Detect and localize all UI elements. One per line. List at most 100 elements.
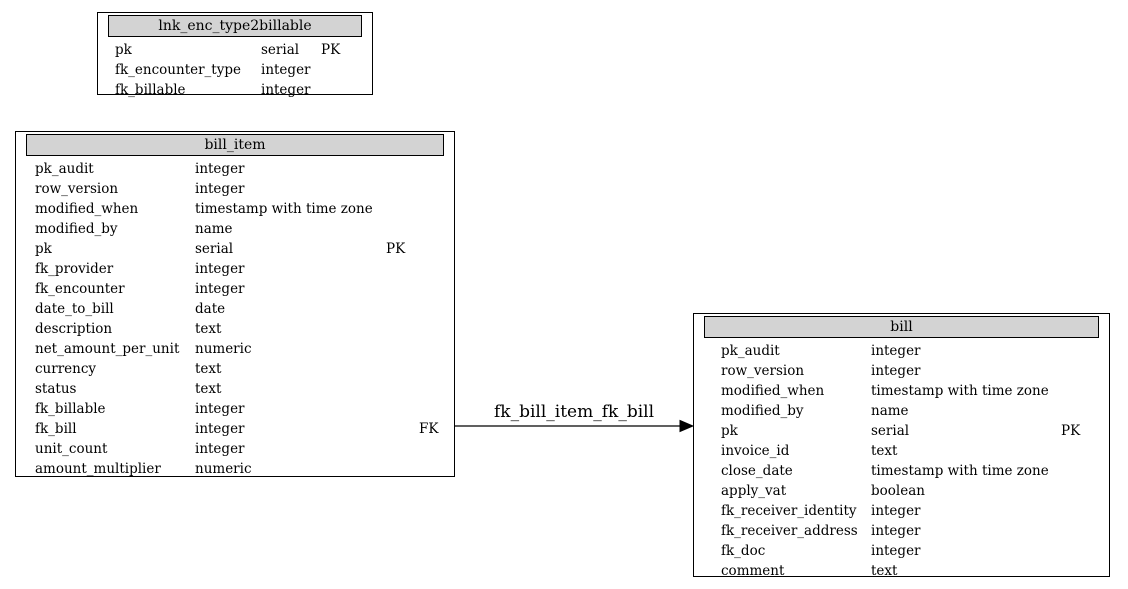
column-pk: [386, 159, 419, 179]
column-name: unit_count: [35, 441, 108, 457]
column-name: pk: [721, 423, 738, 439]
table-lnk_enc_type2billable: lnk_enc_type2billable pk serial PK fk_encou…: [97, 12, 373, 98]
relation-label: fk_bill_item_fk_bill: [493, 402, 655, 422]
column-type: integer: [871, 523, 921, 539]
column-name: row_version: [35, 181, 119, 197]
column-name: fk_billable: [115, 82, 186, 98]
column-pk: [386, 219, 419, 239]
column-fk: [419, 299, 439, 319]
column-type: integer: [195, 181, 245, 197]
column-name: fk_encounter_type: [115, 62, 241, 78]
table-row: row_version integer: [16, 179, 454, 199]
table-row: pk serial PK: [98, 40, 372, 60]
column-name: status: [35, 381, 77, 397]
column-type: integer: [195, 161, 245, 177]
column-pk: [386, 359, 419, 379]
table-title: bill: [704, 316, 1099, 338]
column-fk: [419, 379, 439, 399]
column-type: integer: [871, 363, 921, 379]
column-name: currency: [35, 361, 97, 377]
column-name: fk_doc: [721, 543, 766, 559]
column-pk: [1061, 481, 1091, 501]
column-pk: [1061, 501, 1091, 521]
table-row: modified_by name: [16, 219, 454, 239]
column-name: modified_when: [721, 383, 825, 399]
table-title: lnk_enc_type2billable: [108, 15, 362, 37]
column-pk: [1061, 401, 1091, 421]
column-name: close_date: [721, 463, 793, 479]
column-fk: [419, 199, 439, 219]
column-name: modified_by: [35, 221, 118, 237]
column-name: apply_vat: [721, 483, 787, 499]
table-row: date_to_bill date: [16, 299, 454, 319]
table-row: fk_billable integer: [98, 80, 372, 100]
column-type: serial: [871, 423, 910, 439]
column-type: name: [195, 221, 233, 237]
column-name: fk_receiver_identity: [721, 503, 857, 519]
column-name: date_to_bill: [35, 301, 114, 317]
column-fk: [419, 259, 439, 279]
column-fk: [419, 459, 439, 479]
column-pk: [386, 319, 419, 339]
column-type: date: [195, 301, 226, 317]
column-pk: [386, 179, 419, 199]
column-pk: [1061, 341, 1091, 361]
table-row: pk_audit integer: [16, 159, 454, 179]
column-pk: [1061, 361, 1091, 381]
column-fk: [419, 439, 439, 459]
column-name: net_amount_per_unit: [35, 341, 180, 357]
column-type: integer: [261, 82, 311, 98]
column-name: modified_by: [721, 403, 804, 419]
column-pk: [386, 339, 419, 359]
column-name: modified_when: [35, 201, 139, 217]
column-pk: [386, 439, 419, 459]
column-name: pk: [115, 42, 132, 58]
relation-arrow: [455, 419, 693, 433]
column-fk: [419, 279, 439, 299]
column-fk: [419, 239, 439, 259]
table-row: comment text: [694, 561, 1109, 581]
column-pk: [386, 259, 419, 279]
column-pk: [1061, 441, 1091, 461]
column-type: serial: [261, 42, 300, 58]
column-type: text: [195, 321, 222, 337]
column-type: boolean: [871, 483, 925, 499]
column-name: comment: [721, 563, 785, 579]
column-fk: [419, 219, 439, 239]
column-name: pk_audit: [35, 161, 94, 177]
column-pk: [386, 299, 419, 319]
column-pk: PK: [321, 42, 341, 58]
column-pk: [1061, 461, 1091, 481]
column-pk: PK: [386, 241, 406, 257]
column-type: integer: [195, 281, 245, 297]
column-name: amount_multiplier: [35, 461, 161, 477]
column-pk: [1061, 561, 1091, 581]
column-pk: [1061, 521, 1091, 541]
column-pk: [386, 279, 419, 299]
column-pk: [386, 379, 419, 399]
column-type: numeric: [195, 461, 252, 477]
column-type: integer: [195, 421, 245, 437]
column-name: pk: [35, 241, 52, 257]
column-type: timestamp with time zone: [195, 201, 373, 217]
column-type: text: [871, 563, 898, 579]
column-name: fk_billable: [35, 401, 106, 417]
